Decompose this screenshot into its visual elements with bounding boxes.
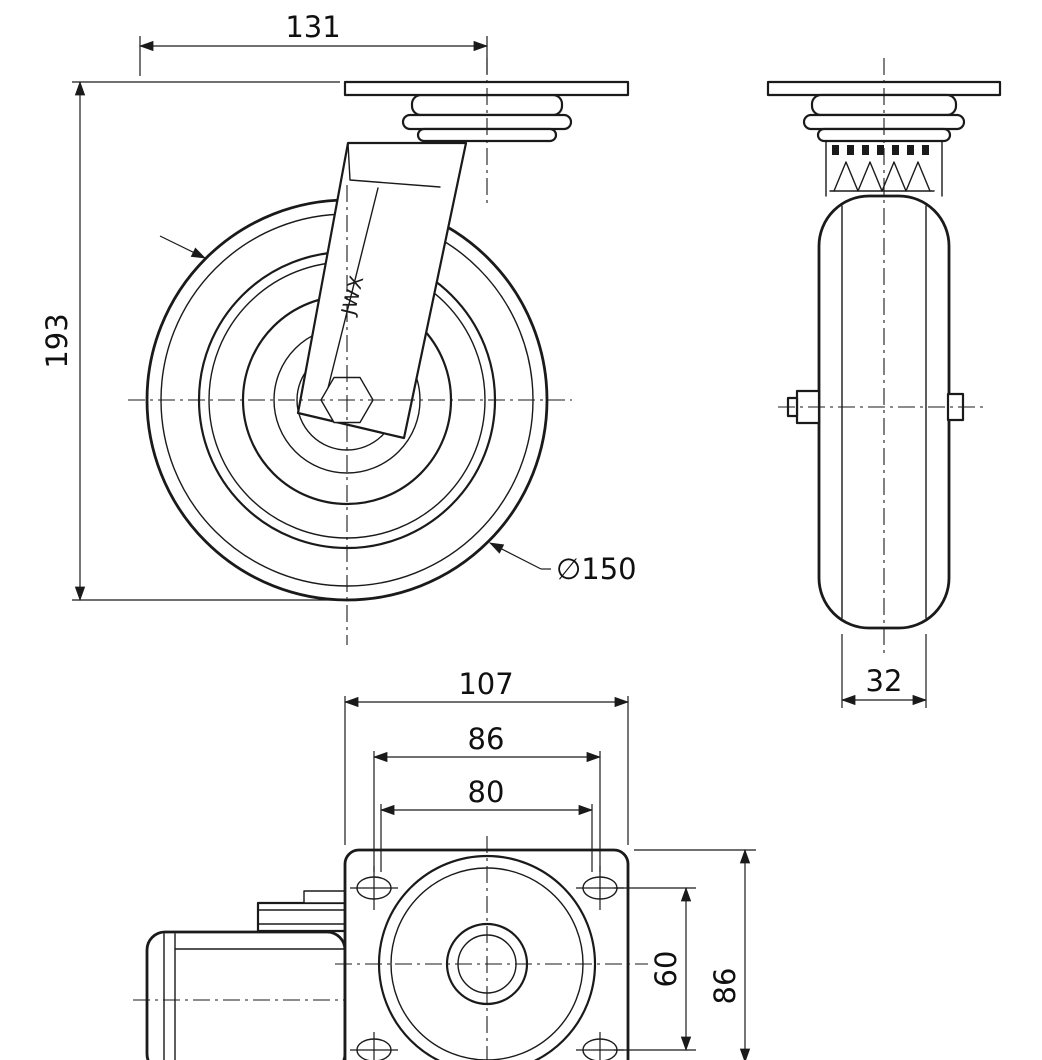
bottom-view [133,836,648,1060]
dim-wheel-diameter-label: ∅150 [556,552,637,586]
dim-overall-height-label: 193 [40,313,74,368]
dim-plate-width: 107 [343,667,630,845]
dim-overall-width-label: 131 [285,10,340,44]
dim-wheel-width-label: 32 [866,664,903,698]
bolt-slots [350,866,624,1060]
dim-bolt-spacing-vertical-label: 60 [649,951,683,988]
dim-bolt-spacing-inner: 80 [379,775,594,872]
dim-overall-width: 131 [138,10,489,76]
bottom-centerlines [335,836,648,1060]
front-view: JWX [128,58,630,645]
dim-bolt-spacing-inner-label: 80 [468,775,505,809]
dim-plate-depth: 86 [634,848,756,1060]
dim-wheel-diameter: ∅150 [489,542,637,586]
front-dimensions: 131 193 ∅150 [40,10,637,602]
dim-plate-depth-label: 86 [708,968,742,1005]
dim-overall-height: 193 [40,80,348,602]
dim-plate-width-label: 107 [458,667,513,701]
dim-bolt-spacing-vertical: 60 [614,886,696,1052]
bottom-dimensions: 107 86 80 60 86 [343,667,756,1060]
front-centerlines [128,58,572,645]
tread-leader-arrow [159,235,206,259]
dim-bolt-spacing-outer: 86 [372,722,602,872]
dim-wheel-width: 32 [840,634,928,708]
front-fork: JWX [296,141,468,440]
side-centerlines [778,58,988,655]
side-view [766,58,1002,655]
dim-bolt-spacing-outer-label: 86 [468,722,505,756]
front-swivel-bearing [401,93,573,143]
